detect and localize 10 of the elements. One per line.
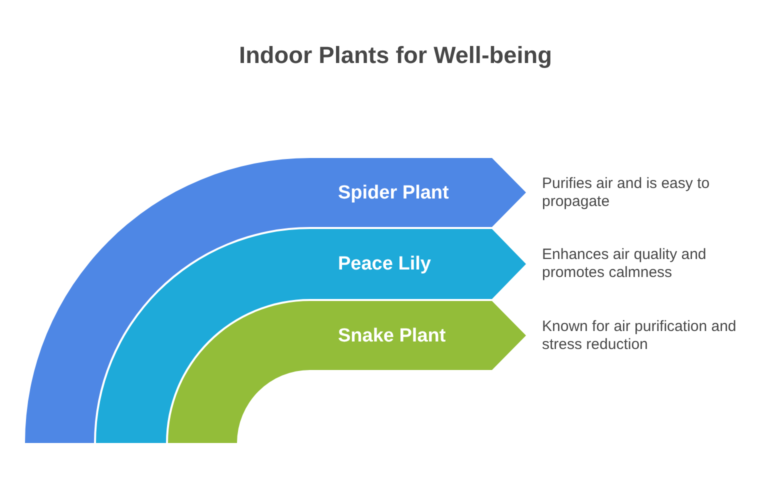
- curved-arrow-band: [96, 229, 526, 443]
- description-text: Known for air purification and stress reduction: [542, 318, 738, 354]
- curved-arrow-band: [25, 158, 526, 443]
- description-text: Enhances air quality and promotes calmness: [542, 246, 708, 282]
- band-label: Peace Lily: [338, 252, 431, 276]
- description-text: Purifies air and is easy to propagate: [542, 174, 711, 210]
- diagram-title: Indoor Plants for Well-being: [238, 41, 553, 70]
- band-label: Spider Plant: [338, 181, 449, 204]
- band-label: Snake Plant: [338, 324, 446, 347]
- curved-arrow-band: [168, 301, 526, 443]
